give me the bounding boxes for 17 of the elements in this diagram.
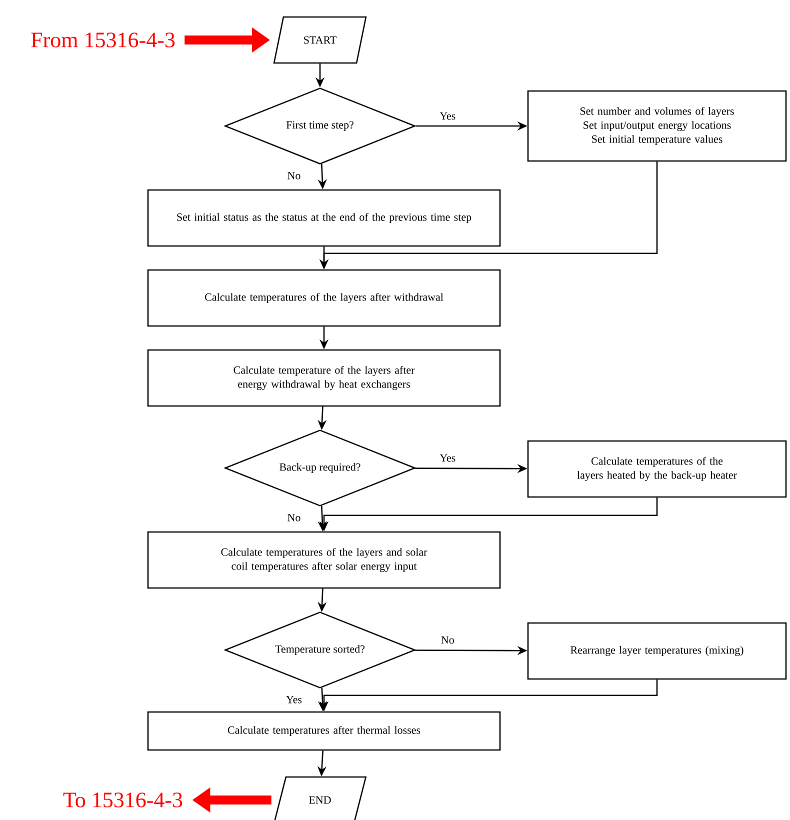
- off-page-label: From 15316-4-3: [31, 32, 175, 48]
- process-box: Rearrange layer temperatures (mixing): [527, 622, 787, 680]
- edge-label: No: [286, 513, 302, 522]
- process-box: Set initial status as the status at the end of the previous time step: [147, 189, 501, 247]
- off-page-label: To 15316-4-3: [63, 792, 182, 808]
- terminator-parallelogram: START: [273, 16, 367, 64]
- edge-label: Yes: [438, 453, 457, 463]
- process-box: Calculate temperatures of the layers and solar coil temperatures after solar energy input: [147, 531, 501, 589]
- process-box: Calculate temperatures of the layers after withdrawal: [147, 269, 501, 327]
- edge-label: Yes: [438, 111, 457, 121]
- edge-label: Yes: [285, 695, 303, 704]
- process-box: Calculate temperatures after thermal losses: [147, 711, 501, 751]
- process-box: Calculate temperatures of the layers heated by the back-up heater: [527, 440, 787, 498]
- process-box: Set number and volumes of layers Set input/output energy locations Set initial temperature values: [527, 90, 787, 162]
- edge-label: No: [286, 171, 302, 180]
- edge-label: No: [440, 635, 456, 645]
- process-box: Calculate temperature of the layers after energy withdrawal by heat exchangers: [147, 349, 501, 407]
